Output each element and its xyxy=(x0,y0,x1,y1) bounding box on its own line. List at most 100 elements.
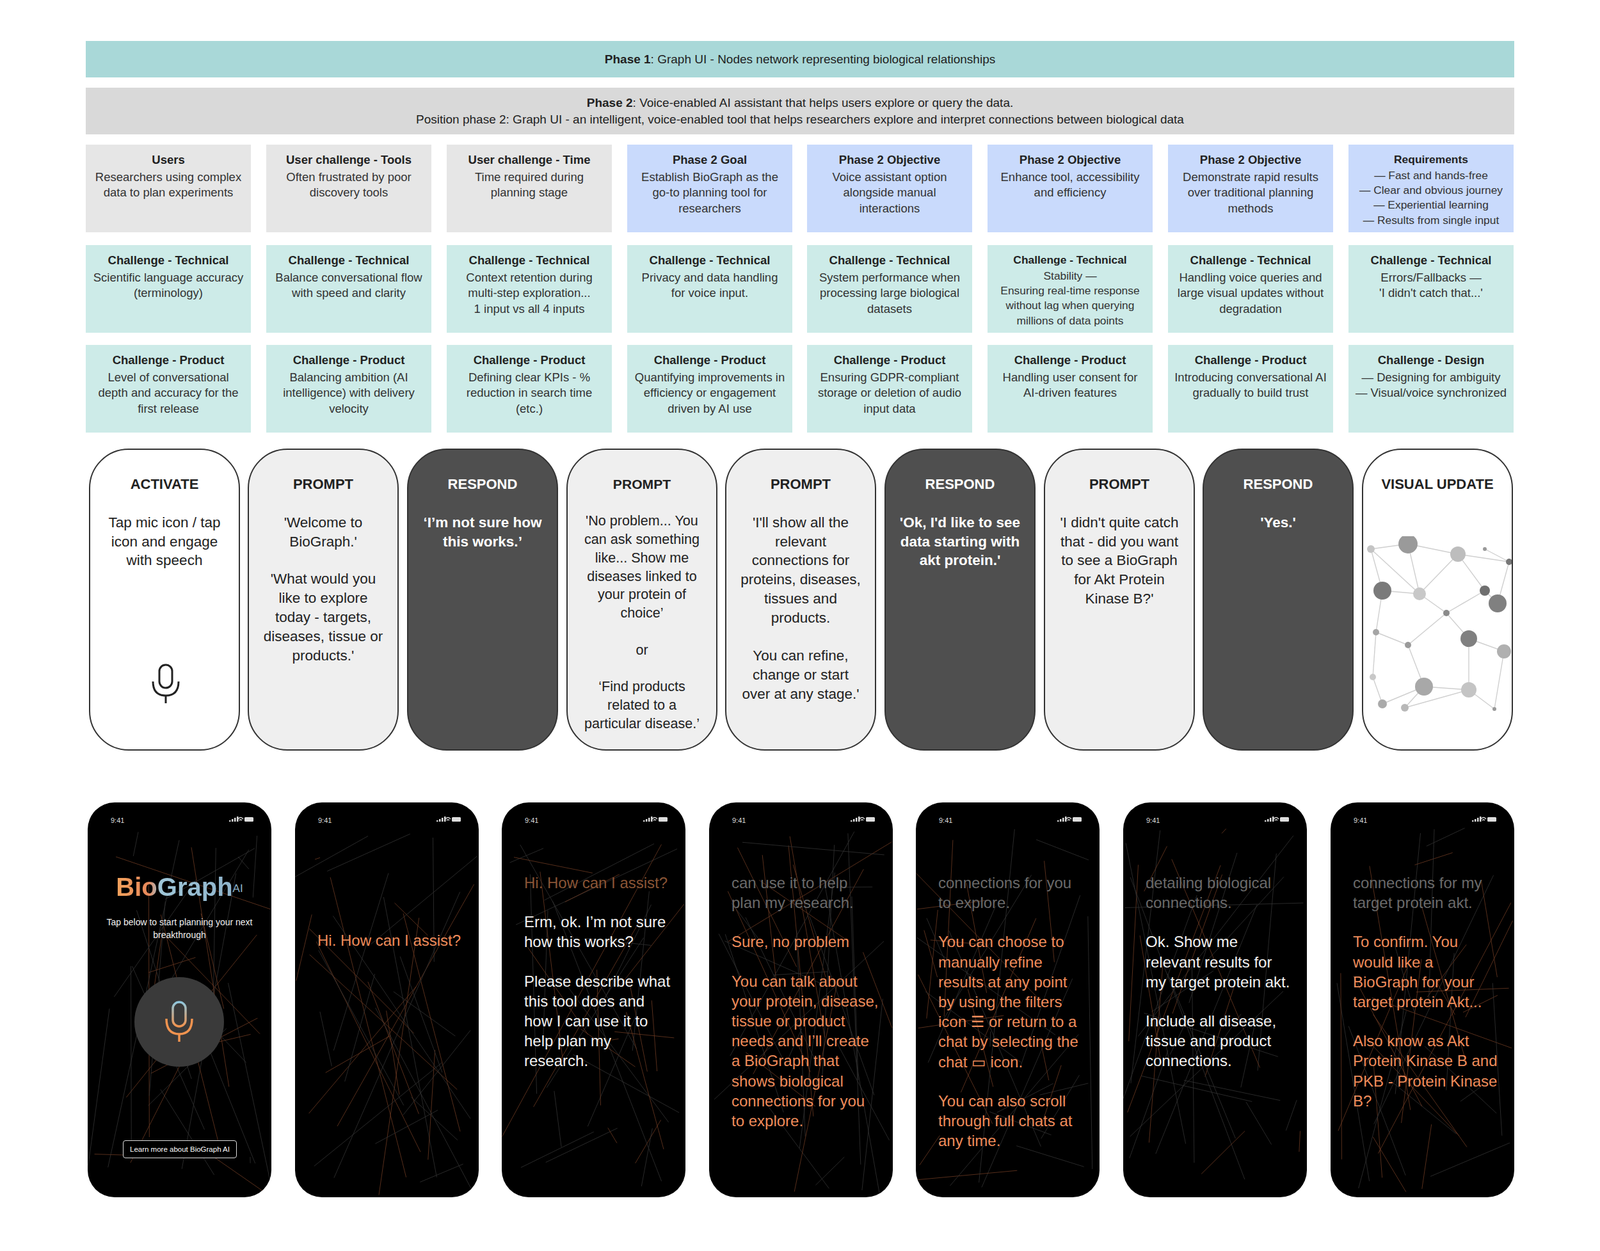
signal-bar xyxy=(436,820,439,822)
flow-step: RESPOND'Ok, I'd like to see data startin… xyxy=(884,448,1036,751)
chat-message: detailing biological connections. xyxy=(1145,872,1293,913)
step-heading: VISUAL UPDATE xyxy=(1373,475,1502,495)
card-body: Establish BioGraph as the go-to planning… xyxy=(633,169,786,217)
phase-description: : Graph UI - Nodes network representing … xyxy=(650,52,996,66)
background-line xyxy=(393,992,456,1037)
info-card: User challenge - ToolsOften frustrated b… xyxy=(266,144,432,233)
flow-step: RESPOND'Yes.' xyxy=(1202,448,1354,751)
wifi-icon xyxy=(1066,817,1072,822)
background-line xyxy=(1201,1131,1245,1175)
background-line xyxy=(1016,1146,1085,1168)
info-card: Challenge - ProductIntroducing conversat… xyxy=(1168,344,1334,433)
phone-screen: 9:41detailing biological connections.Ok.… xyxy=(1123,802,1307,1198)
signal-bar xyxy=(229,820,232,822)
flow-step: PROMPT'I didn't quite catch that - did y… xyxy=(1043,448,1195,751)
wifi-icon xyxy=(238,817,244,822)
band-line: Position phase 2: Graph UI - an intellig… xyxy=(416,111,1184,128)
card-body: Privacy and data handling for voice inpu… xyxy=(633,270,786,302)
card-body: Ensuring real-time response without lag … xyxy=(993,283,1147,328)
signal-bar xyxy=(1062,817,1065,822)
background-line xyxy=(641,1128,653,1187)
background-line xyxy=(252,835,257,898)
card-body: — Results from single input xyxy=(1354,213,1508,228)
card-body: Balancing ambition (AI intelligence) wit… xyxy=(272,369,425,418)
signal-bar xyxy=(648,817,651,822)
chat-message: You can talk about your protein, disease… xyxy=(731,971,879,1132)
background-line xyxy=(249,1157,251,1164)
tagline: Tap below to start planning your next br… xyxy=(94,916,265,942)
status-time: 9:41 xyxy=(938,816,953,825)
phone-screen: 9:41can use it to help plan my research.… xyxy=(709,802,893,1198)
signal-bar xyxy=(231,819,234,822)
background-line xyxy=(394,903,429,936)
step-text: 'I'll show all the relevant connections … xyxy=(736,513,865,629)
signal-bar xyxy=(645,819,648,822)
step-heading: PROMPT xyxy=(736,475,865,495)
card-heading: Challenge - Product xyxy=(993,352,1147,369)
step-heading: PROMPT xyxy=(577,475,706,493)
phase-band: Phase 1: Graph UI - Nodes network repres… xyxy=(85,40,1515,78)
info-card: Challenge - ProductQuantifying improveme… xyxy=(627,344,793,433)
info-card: Challenge - TechnicalScientific language… xyxy=(85,245,251,333)
background-line xyxy=(327,833,411,872)
info-card: Challenge - TechnicalBalance conversatio… xyxy=(266,245,432,333)
signal-bar xyxy=(441,817,444,822)
background-line xyxy=(126,935,257,1098)
phase-label: Phase 2 xyxy=(586,96,633,110)
wifi-icon xyxy=(652,817,658,822)
background-line xyxy=(1141,1075,1252,1102)
card-heading: Challenge - Technical xyxy=(453,252,606,269)
background-line xyxy=(1422,1124,1432,1190)
phone-screen: 9:41connections for my target protein ak… xyxy=(1330,802,1515,1198)
card-heading: Challenge - Technical xyxy=(813,252,966,269)
card-body: — Designing for ambiguity xyxy=(1354,369,1508,386)
button-label: Learn more about BioGraph AI xyxy=(129,1145,230,1154)
background-lines xyxy=(1123,802,1307,1198)
background-line xyxy=(325,1035,392,1073)
battery-icon xyxy=(1072,817,1082,822)
background-line xyxy=(572,1054,680,1113)
logo: BioGraphAI xyxy=(87,872,272,902)
signal-bar xyxy=(1269,817,1272,822)
background-line xyxy=(375,1110,438,1145)
phase-band: Phase 2: Voice-enabled AI assistant that… xyxy=(85,87,1515,135)
card-body: 1 input vs all 4 inputs xyxy=(453,301,606,318)
signal-bar xyxy=(1477,817,1480,822)
info-card: Challenge - TechnicalHandling voice quer… xyxy=(1168,245,1334,333)
step-heading: PROMPT xyxy=(259,475,388,495)
card-body: System performance when processing large… xyxy=(813,270,966,318)
chat-message: Erm, ok. I’m not sure how this works? xyxy=(524,912,672,952)
phase-label: Phase 1 xyxy=(604,52,651,66)
card-body: Demonstrate rapid results over tradition… xyxy=(1174,169,1327,217)
step-text: You can refine, change or start over at … xyxy=(736,646,865,704)
band-line: Phase 1: Graph UI - Nodes network repres… xyxy=(604,51,996,68)
phone-screen: 9:41Hi. How can I assist?Erm, ok. I’m no… xyxy=(501,802,686,1198)
card-heading: Challenge - Technical xyxy=(272,252,425,269)
card-heading: Phase 2 Objective xyxy=(993,152,1147,169)
card-body: Time required during planning stage xyxy=(453,169,606,201)
card-body: Introducing conversational AI gradually … xyxy=(1174,369,1327,402)
logo-superscript: AI xyxy=(232,882,244,895)
background-line xyxy=(513,857,593,874)
card-body: Voice assistant option alongside manual … xyxy=(813,169,966,217)
phone-screen: 9:41BioGraphAITap below to start plannin… xyxy=(87,802,272,1198)
info-card: Challenge - TechnicalPrivacy and data ha… xyxy=(627,245,793,333)
background-line xyxy=(1285,1100,1297,1131)
network-nodes xyxy=(1367,536,1513,712)
background-line xyxy=(815,1157,845,1186)
mic-button xyxy=(133,976,225,1068)
step-text: 'No problem... You can ask something lik… xyxy=(577,512,706,623)
status-time: 9:41 xyxy=(524,816,539,825)
background-line xyxy=(742,842,885,856)
card-heading: Challenge - Product xyxy=(633,352,786,369)
step-text: 'Welcome to BioGraph.' xyxy=(259,513,388,552)
phone-screen: 9:41Hi. How can I assist? xyxy=(295,802,479,1198)
background-line xyxy=(1184,1080,1280,1101)
background-line xyxy=(924,930,938,978)
background-line xyxy=(862,999,883,1191)
background-line xyxy=(544,844,655,901)
signal-bar xyxy=(1474,819,1477,822)
signal-bar xyxy=(1267,819,1270,822)
card-body: Stability — xyxy=(993,268,1147,284)
